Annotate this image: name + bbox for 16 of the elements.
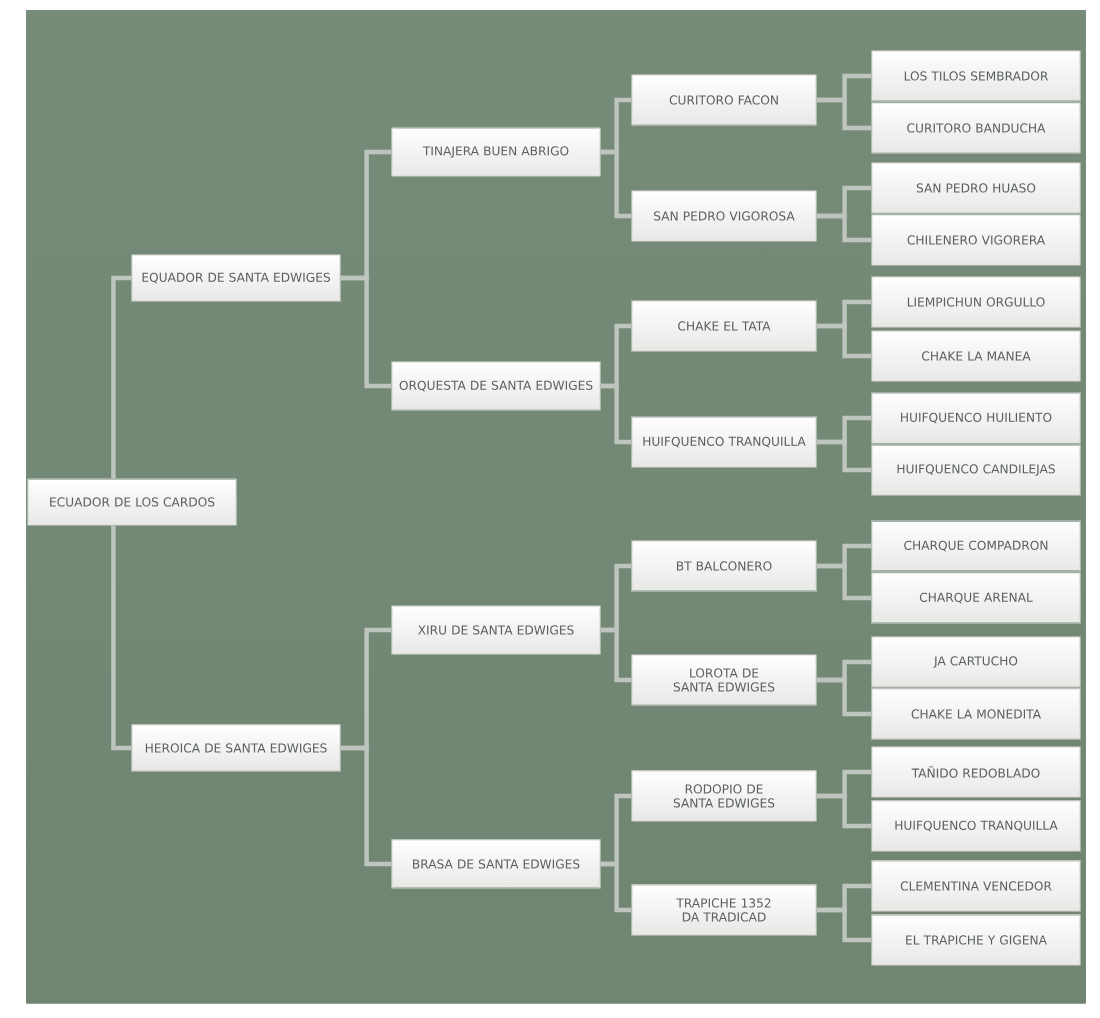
connector-line <box>600 383 632 445</box>
connector-line <box>111 525 132 751</box>
connector-line <box>816 439 872 473</box>
connector-line <box>816 213 872 243</box>
connector-line <box>816 677 872 717</box>
connector-line <box>600 627 632 683</box>
connector-line <box>340 275 392 389</box>
connector-line <box>816 97 872 131</box>
connector-line <box>816 563 872 601</box>
connector-line <box>816 907 872 943</box>
connector-line <box>111 275 132 479</box>
connector-line <box>816 793 872 829</box>
connector-line <box>340 745 392 867</box>
connector-line <box>600 149 632 219</box>
connector-line <box>816 323 872 359</box>
connector-line <box>600 861 632 913</box>
